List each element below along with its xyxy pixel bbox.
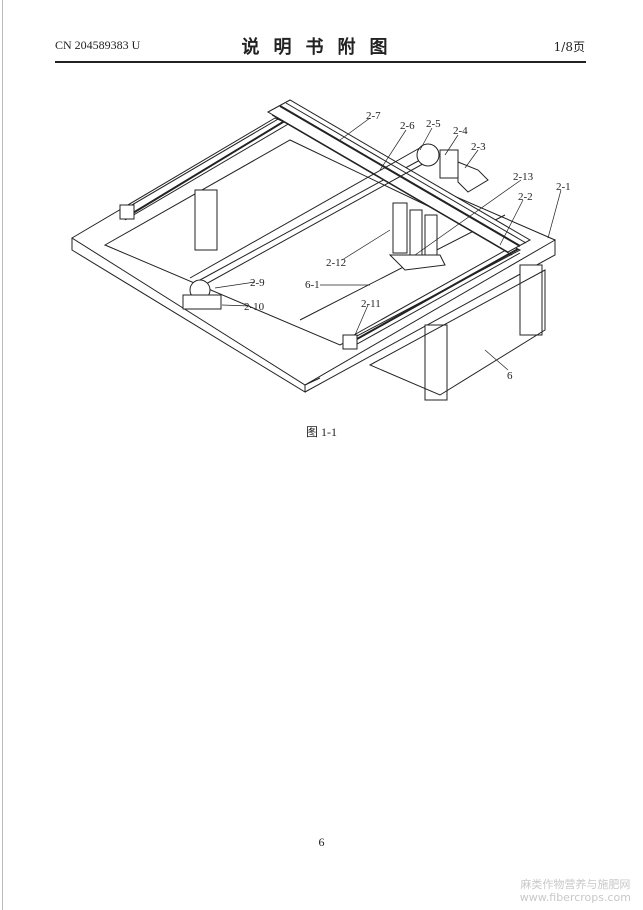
label-6: 6 — [507, 370, 513, 382]
label-2-11: 2-11 — [361, 298, 381, 310]
patent-number: CN 204589383 U — [55, 38, 141, 52]
label-2-2: 2-2 — [518, 191, 533, 203]
label-2-3: 2-3 — [471, 141, 486, 153]
watermark-line-2: www.fibercrops.com — [519, 891, 631, 904]
label-2-12: 2-12 — [326, 257, 346, 269]
motor — [439, 149, 489, 193]
watermark: 麻类作物营养与施肥网 www.fibercrops.com — [520, 878, 631, 904]
watermark-line-1: 麻类作物营养与施肥网 — [520, 878, 631, 891]
gantry-beam — [266, 99, 532, 256]
platform-frame — [71, 117, 557, 401]
left-rail — [119, 114, 291, 221]
page-edge — [2, 0, 3, 910]
label-2-5: 2-5 — [426, 118, 441, 130]
label-2-13: 2-13 — [513, 171, 534, 183]
part-labels: 2-7 2-6 2-5 2-4 2-3 2-13 2-2 2-1 2-12 2-… — [244, 110, 571, 382]
page-title: 说明书附图 — [241, 37, 402, 58]
page-number: 6 — [318, 835, 325, 849]
page-of: 1/8页 — [553, 40, 585, 54]
figure-caption: 图 1-1 — [306, 425, 337, 439]
label-2-10: 2-10 — [244, 301, 265, 313]
header-rule — [55, 61, 586, 63]
carriage — [388, 202, 446, 271]
label-2-7: 2-7 — [366, 110, 381, 122]
label-2-9: 2-9 — [250, 277, 265, 289]
label-2-1: 2-1 — [556, 181, 571, 193]
right-rail — [342, 244, 521, 350]
label-2-6: 2-6 — [400, 120, 415, 132]
belt — [182, 143, 440, 310]
label-6-1: 6-1 — [305, 279, 320, 291]
leader-lines — [214, 117, 562, 371]
label-2-4: 2-4 — [453, 125, 468, 137]
